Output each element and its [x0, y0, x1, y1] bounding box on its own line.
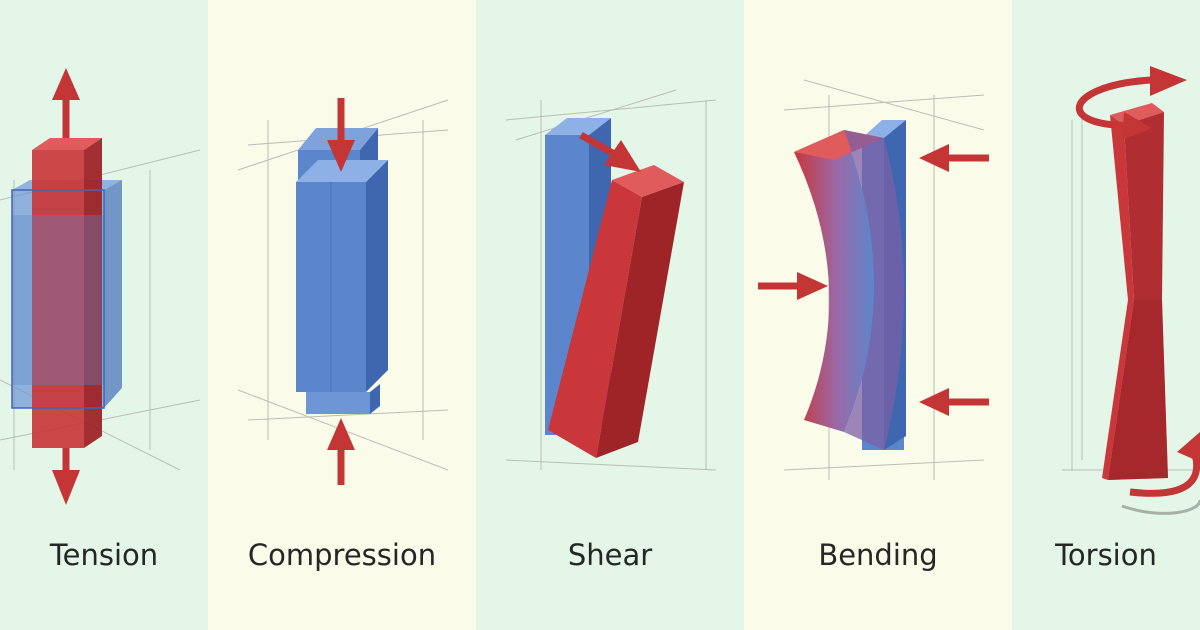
- shear-diagram-icon: [505, 89, 717, 471]
- panel-label-tension: Tension: [49, 538, 159, 572]
- panel-tension: Tension: [0, 0, 208, 630]
- panel-torsion: Torsion: [1012, 0, 1200, 630]
- bending-diagram-icon: [758, 79, 989, 480]
- panel-compression: Compression: [208, 0, 476, 630]
- panel-shear: Shear: [476, 0, 744, 630]
- panel-bending: Bending: [744, 0, 1012, 630]
- torsion-diagram-icon: [1062, 66, 1200, 515]
- tension-diagram-icon: [0, 68, 201, 505]
- panel-label-shear: Shear: [567, 538, 653, 572]
- panel-label-bending: Bending: [818, 538, 938, 572]
- panel-label-torsion: Torsion: [1055, 538, 1157, 572]
- panel-label-compression: Compression: [247, 538, 437, 572]
- compression-diagram-icon: [237, 98, 449, 485]
